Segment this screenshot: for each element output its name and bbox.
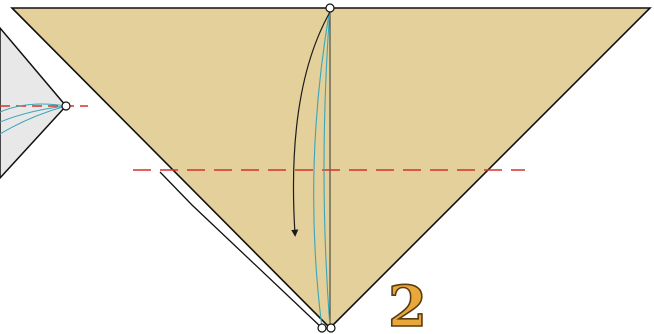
fold-arrow: [291, 11, 331, 237]
paper-triangle: [10, 7, 652, 330]
fold-guide-line-right: [323, 7, 331, 329]
fold-guide-line-left: [313, 7, 331, 329]
previous-step-reference-point: [61, 101, 71, 111]
main-step-figure: [10, 3, 652, 333]
previous-step-guide-line: [0, 105, 67, 135]
bottom-reference-point-left: [317, 323, 327, 333]
top-reference-point: [325, 3, 335, 13]
previous-step-paper: [0, 26, 67, 180]
inner-layer-edge: [159, 171, 323, 329]
previous-step-guide-line: [0, 103, 67, 113]
previous-step-figure: [0, 26, 88, 180]
bottom-reference-point-right: [326, 323, 336, 333]
step-number: 2: [388, 274, 427, 334]
previous-step-guide-line: [0, 105, 67, 123]
